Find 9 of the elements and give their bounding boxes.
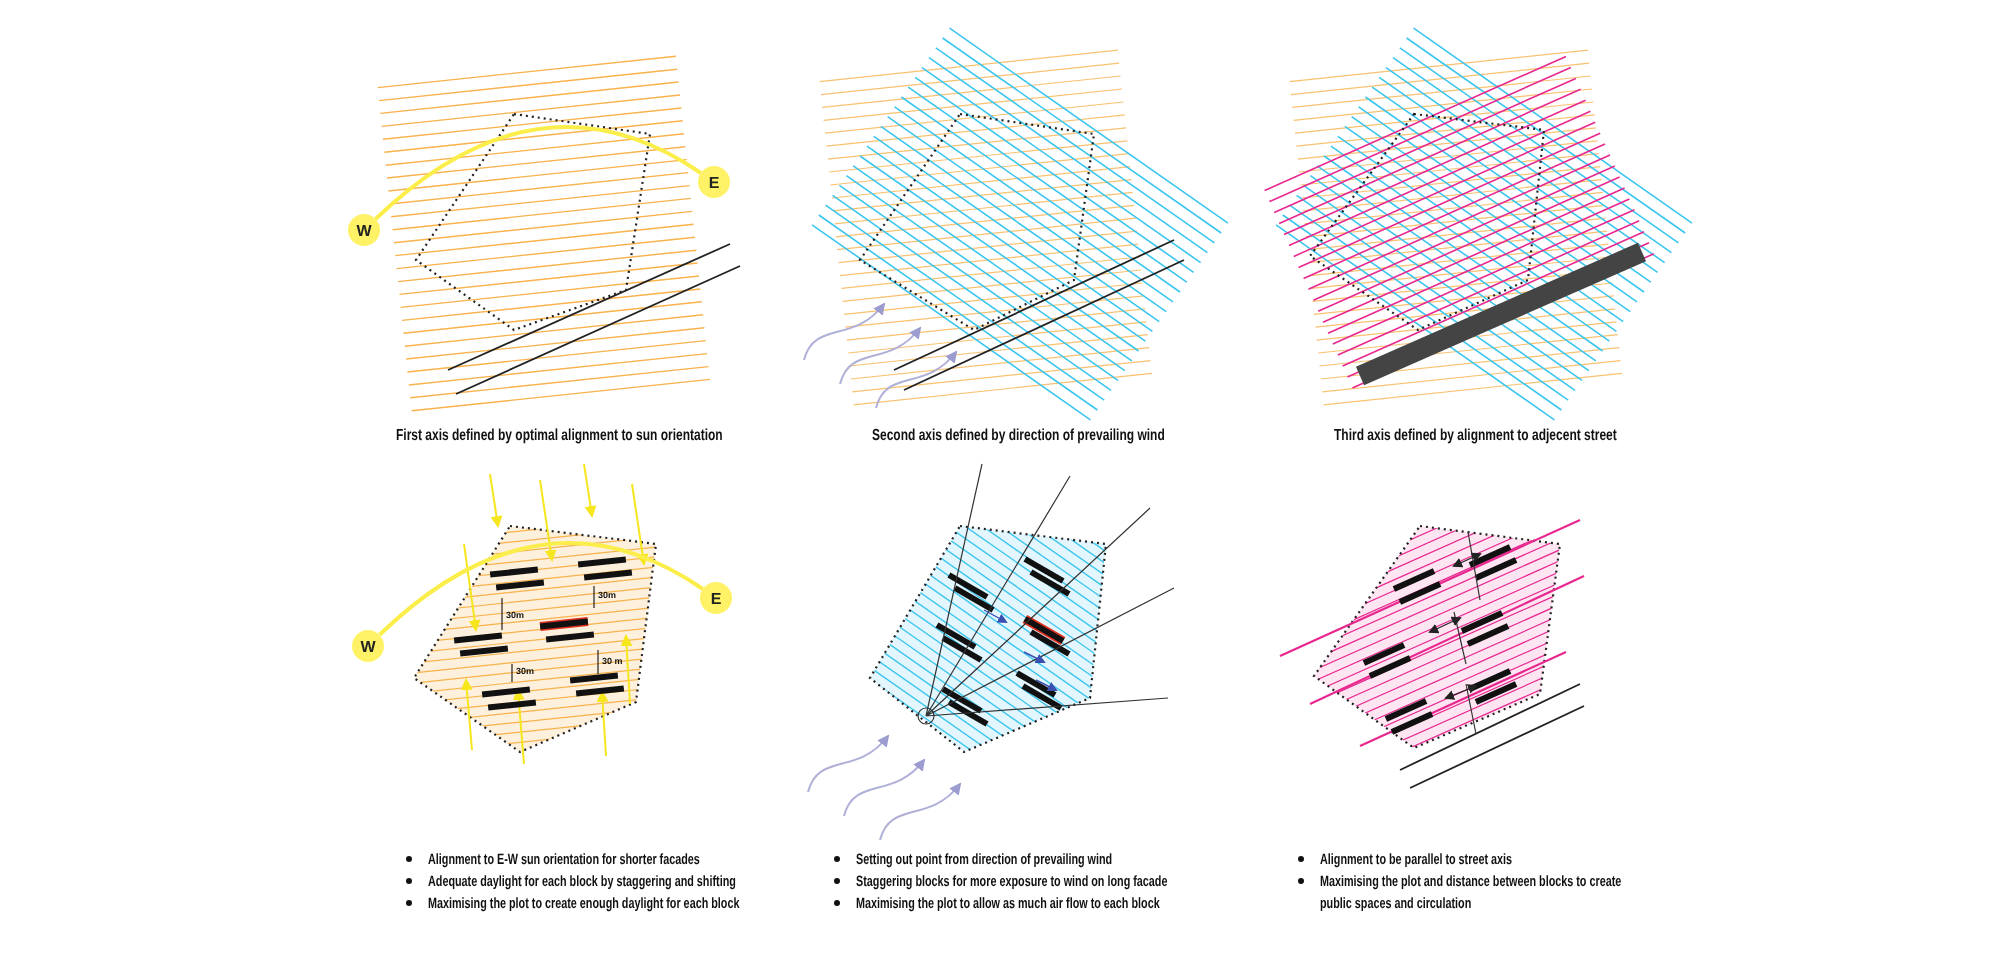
direction-marker: E <box>698 166 730 198</box>
sun-path-arc <box>374 125 702 221</box>
direction-marker: W <box>352 630 384 662</box>
caption: First axis defined by optimal alignment to sun orientation <box>396 426 723 444</box>
sun-path-arc <box>378 541 704 637</box>
direction-marker: W <box>348 214 380 246</box>
direction-marker: E <box>700 582 732 614</box>
caption: Third axis defined by alignment to adjecent street <box>1334 426 1617 444</box>
caption: Second axis defined by direction of prevailing wind <box>872 426 1165 444</box>
